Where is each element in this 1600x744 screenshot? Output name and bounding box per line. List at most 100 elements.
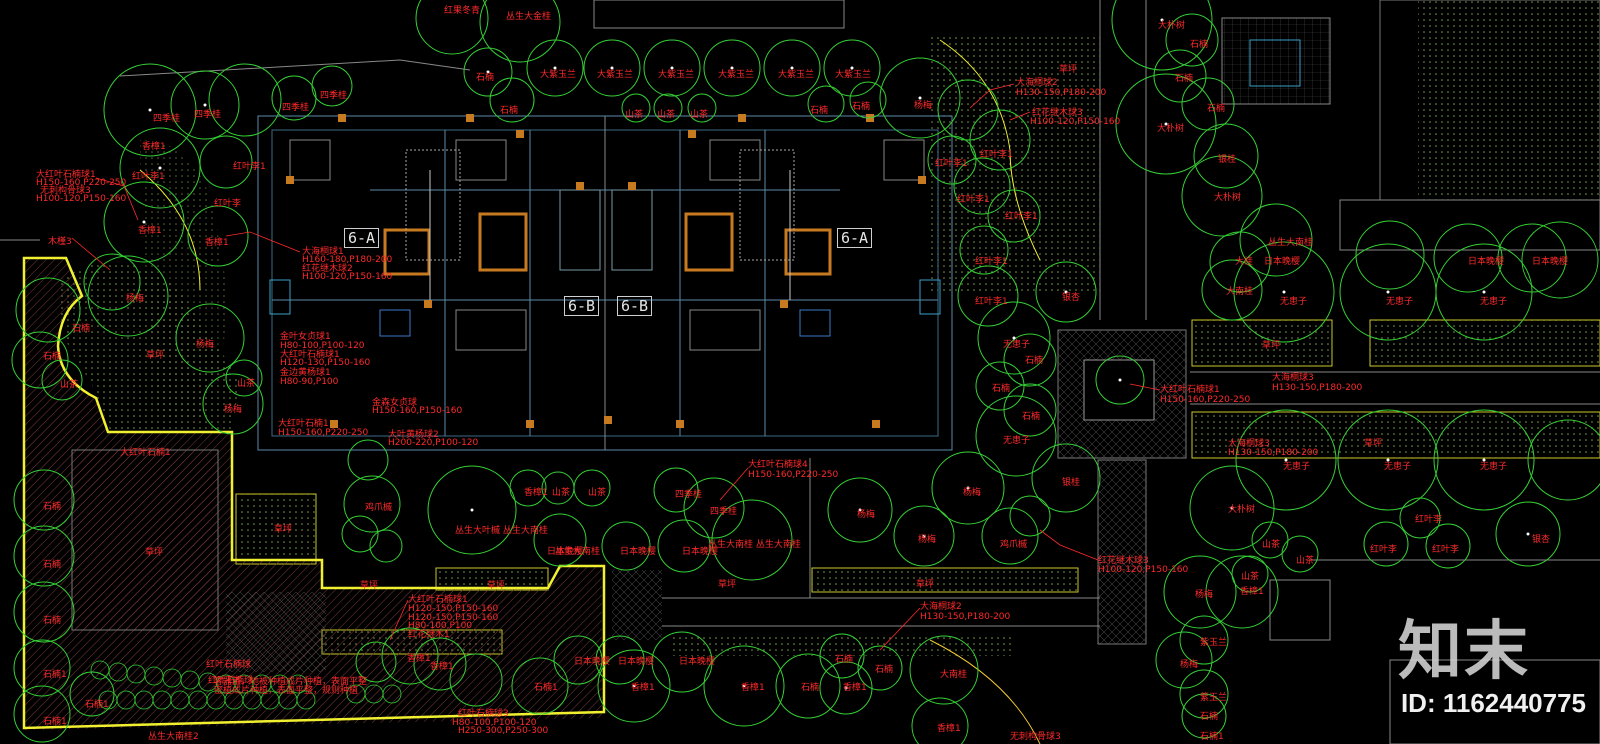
plant-label: 大桂 (1235, 257, 1254, 267)
plant-label: 银杏 (1532, 535, 1551, 545)
spec-label: 大海桐球2 (1016, 78, 1058, 88)
spec-label: 大海桐球3 (1228, 439, 1270, 449)
plant-label: 石楠1 (1200, 732, 1224, 742)
spec-label: 大红叶石楠球1 (280, 350, 340, 360)
spec-label: 大红叶石楠1 (278, 419, 329, 429)
spec-label: H150-160,P220-250 (1160, 395, 1251, 405)
plant-label: 日本晚樱 (547, 547, 584, 557)
plant-label: 大南桂 (1226, 287, 1254, 297)
plant-label: 四季桂 (710, 507, 738, 517)
shrub-rows (90, 660, 402, 710)
plant-label: 石楠 (1200, 712, 1219, 722)
plant-label: 石楠 (801, 683, 820, 693)
plant-label: 日本晚樱 (618, 657, 655, 667)
plant-label: 鸡爪槭 (1000, 540, 1028, 550)
plant-label: 红叶李 (1415, 515, 1443, 525)
spec-label: H120-150,P150-160 (408, 604, 499, 614)
plant-label: 四季桂 (282, 103, 310, 113)
spec-label: 红花继木球2 (302, 264, 353, 274)
plant-label: 山茶 (1241, 572, 1260, 582)
image-id: ID: 1162440775 (1400, 688, 1586, 718)
plant-label: 四季桂 (320, 91, 348, 101)
plant-label: 山茶 (1296, 556, 1315, 566)
plant-label: 香樟1 (138, 226, 162, 236)
spec-label: 大海桐球3 (1272, 373, 1314, 383)
plant-label: 山茶 (552, 488, 571, 498)
plant-label: 山茶 (237, 379, 256, 389)
plant-label: 日本晚樱 (1532, 257, 1569, 267)
spec-label: 草坪 (916, 580, 935, 590)
spec-label: H80-100,P100 (408, 621, 473, 631)
leader-lines (71, 83, 1161, 651)
spec-label: H80-100,P100-120 (280, 341, 365, 351)
plant-label: 红果冬青 (444, 6, 481, 16)
plant-label: 四季桂 (675, 490, 703, 500)
spec-label: H100-120,P150-160 (1098, 565, 1189, 575)
plant-label: 石楠 (810, 106, 829, 116)
plant-label: 香樟1 (142, 142, 166, 152)
spec-label: 丛生大南桂 (555, 547, 601, 557)
plant-label: 银桂 (1062, 478, 1081, 488)
plant-label: 石楠 (1207, 104, 1226, 114)
plant-label: 红叶李 (214, 199, 242, 209)
spec-label: 大红叶石楠球4 (748, 460, 808, 470)
spec-label: 丛生大南桂 丛生大南桂 (708, 540, 801, 550)
plant-label: 香樟1 (937, 724, 961, 734)
plant-label: 杨梅 (918, 535, 937, 545)
spec-label: 草坪 (1262, 341, 1281, 351)
spec-label: H130-150,P180-200 (920, 612, 1011, 622)
spec-label: 无刺构骨球3 (1010, 732, 1061, 742)
plant-label: 香樟1 (843, 683, 867, 693)
plant-label: 石楠 (1022, 412, 1041, 422)
plant-label: 日本晚樱 (682, 547, 719, 557)
spec-label: 木槿3 (48, 237, 72, 247)
plant-label: 日本晚樱 (574, 657, 611, 667)
plant-label: 无患子 (1386, 297, 1414, 307)
spec-label: H150-160,P220-250 (278, 428, 369, 438)
plant-label: 香樟1 (631, 683, 655, 693)
spec-label: H80-90,P100 (280, 377, 339, 387)
site-boundary (22, 256, 606, 730)
plant-label: 石楠 (992, 384, 1011, 394)
spec-label: 草坪 (145, 548, 164, 558)
spec-label: 草坪 (146, 351, 165, 361)
spec-label: 草坪 (274, 525, 293, 535)
plant-label: 杨梅 (1195, 590, 1214, 600)
plant-label: 无患子 (1480, 462, 1508, 472)
spec-label: 红叶石楠球 (208, 676, 254, 686)
plant-label: 山茶 (588, 488, 607, 498)
plant-label: 大朴树 (1214, 193, 1242, 203)
spec-label: 大红叶石楠球1 (1160, 385, 1220, 395)
plant-label: 杨梅 (126, 294, 145, 304)
spec-label: 无刺构骨球3 (40, 186, 91, 196)
plant-label: 杨梅 (196, 340, 215, 350)
plant-label: 石楠 (1190, 40, 1209, 50)
spec-label: H130-150,P180-200 (1228, 448, 1319, 458)
plant-label: 红叶李 (1370, 545, 1398, 555)
spec-label: 草坪 (1364, 439, 1383, 449)
unit-label: 6-A (344, 228, 380, 248)
plant-label: 鸡爪槭 (365, 503, 393, 513)
spec-label: 丛生大叶槭 丛生大南桂 (455, 526, 548, 536)
spec-label: H100-120,P150-160 (1030, 117, 1121, 127)
spec-label: 丛生大南桂2 (148, 732, 199, 742)
spec-label: 草坪 (1059, 65, 1078, 75)
plant-label: 大朴树 (1228, 505, 1256, 515)
spec-label: 红花继木1 (408, 630, 450, 640)
plant-label: 无患子 (1480, 297, 1508, 307)
spec-label: H150-160,P220-250 (36, 178, 127, 188)
plant-label: 山茶 (60, 380, 79, 390)
plant-label: 日本晚樱 (620, 547, 657, 557)
plant-label: 日本晚樱 (1468, 257, 1505, 267)
plant-label: 山茶 (1262, 540, 1281, 550)
plant-label: 石楠 (875, 665, 894, 675)
plant-label: 红叶李1 (935, 159, 968, 169)
plant-label: 山茶 (690, 110, 709, 120)
plant-label: 四季桂 (194, 110, 222, 120)
plant-label: 红叶李1 (233, 162, 266, 172)
spec-label: 大海桐球2 (920, 602, 962, 612)
plant-label: 大紫玉兰 (540, 70, 577, 80)
plant-label: 四季桂 (153, 114, 181, 124)
plant-label: 杨梅 (1180, 660, 1199, 670)
spec-label: 大叶黄杨球2 (388, 430, 439, 440)
